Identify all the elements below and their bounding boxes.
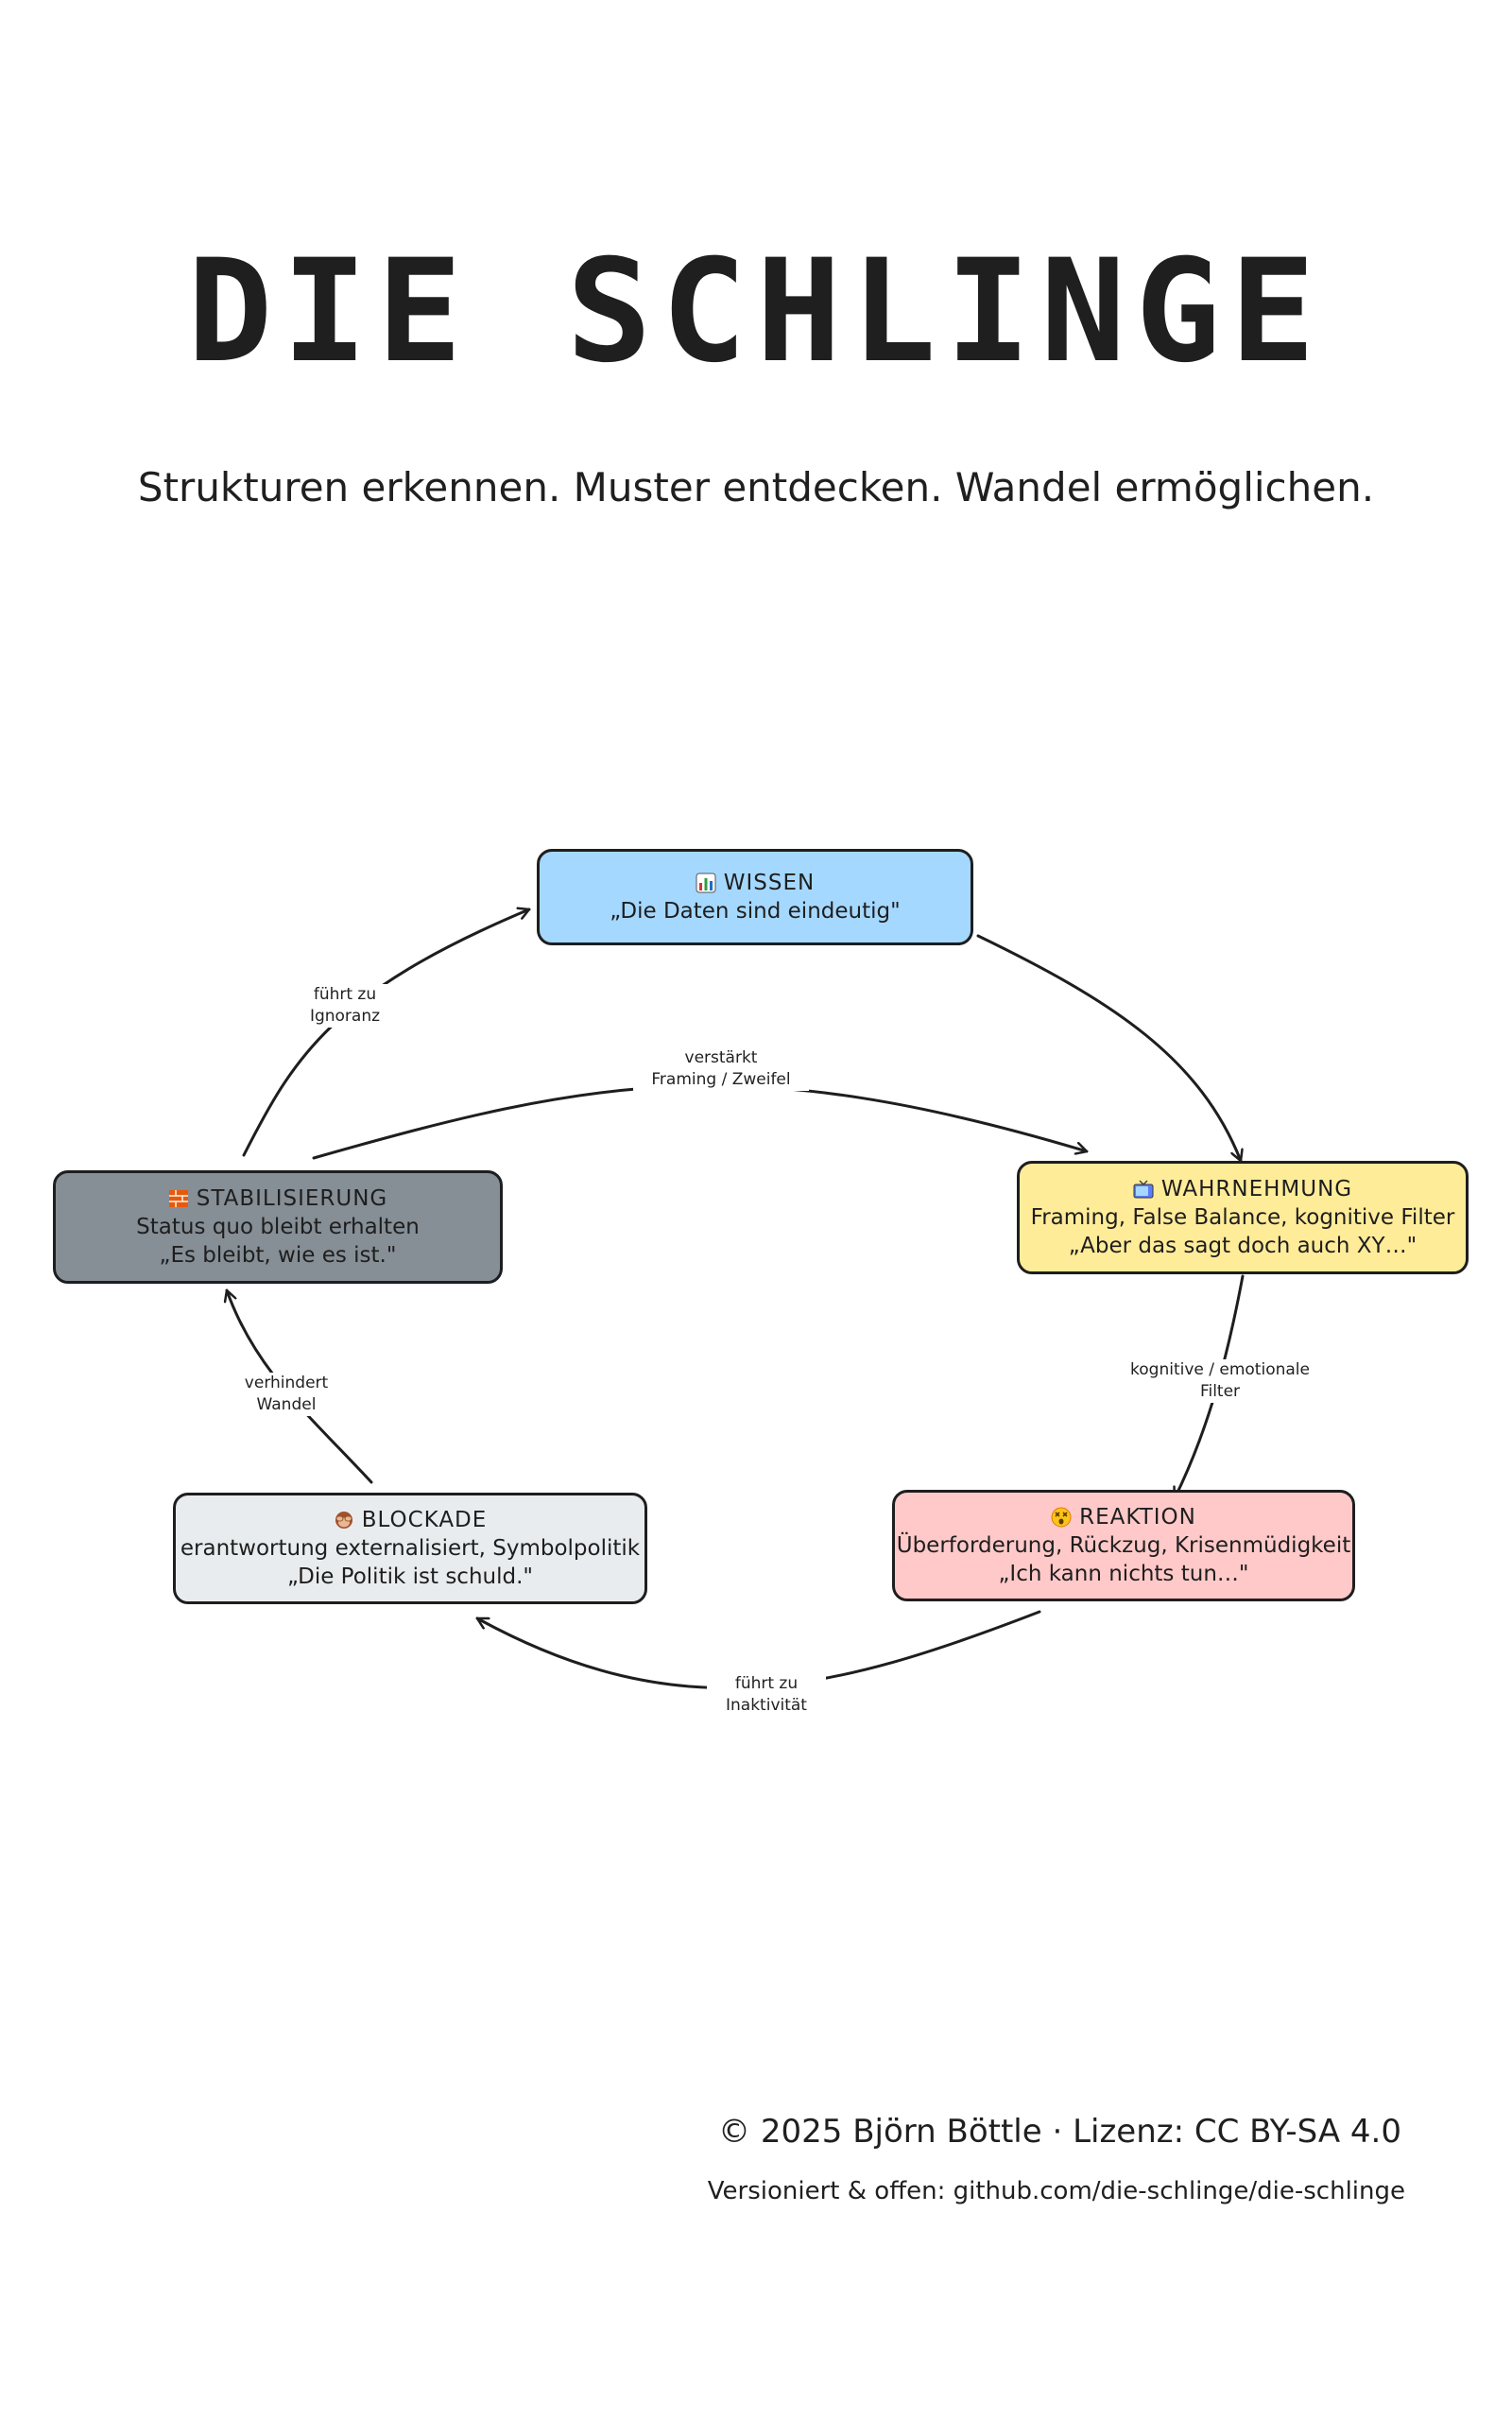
- node-blockade: BLOCKADE erantwortung externalisiert, Sy…: [173, 1493, 647, 1604]
- node-stabilisierung-line-2: „Es bleibt, wie es ist.": [159, 1243, 397, 1268]
- node-blockade-line-1: erantwortung externalisiert, Symbolpolit…: [180, 1536, 641, 1561]
- node-reaktion-line-1: Überforderung, Rückzug, Krisenmüdigkeit: [896, 1533, 1351, 1558]
- footer-repo-link[interactable]: Versioniert & offen: github.com/die-schl…: [707, 2177, 1405, 2205]
- edge-label-line: Filter: [1199, 1382, 1241, 1401]
- page-title: DIE SCHLINGE: [187, 230, 1325, 394]
- tv-icon: [1133, 1180, 1154, 1199]
- edge-label-stabilisierung-wahrnehmung: verstärkt Framing / Zweifel: [633, 1047, 809, 1091]
- node-reaktion-line-2: „Ich kann nichts tun…": [998, 1562, 1249, 1586]
- edge-label-line: Framing / Zweifel: [651, 1070, 791, 1089]
- node-wahrnehmung: WAHRNEHMUNG Framing, False Balance, kogn…: [1017, 1161, 1469, 1274]
- node-blockade-line-2: „Die Politik ist schuld.": [287, 1564, 533, 1589]
- page-subtitle: Strukturen erkennen. Muster entdecken. W…: [137, 464, 1375, 510]
- node-stabilisierung: STABILISIERUNG Status quo bleibt erhalte…: [53, 1170, 503, 1284]
- node-stabilisierung-heading: STABILISIERUNG: [196, 1186, 388, 1211]
- footer-copyright: © 2025 Björn Böttle · Lizenz: CC BY-SA 4…: [718, 2113, 1401, 2151]
- brick-icon: [168, 1190, 188, 1207]
- edge-label-wahrnehmung-reaktion: kognitive / emotionale Filter: [1113, 1359, 1327, 1403]
- arrow-stabilisierung-to-wahrnehmung: [312, 1084, 1089, 1160]
- node-wahrnehmung-line-2: „Aber das sagt doch auch XY…": [1068, 1234, 1418, 1258]
- edge-label-line: verhindert: [244, 1374, 329, 1392]
- node-wissen: WISSEN „Die Daten sind eindeutig": [537, 849, 973, 945]
- edge-label-line: kognitive / emotionale: [1130, 1360, 1310, 1379]
- see-no-evil-monkey-icon: [335, 1512, 352, 1529]
- edge-label-reaktion-blockade: führt zu Inaktivität: [707, 1673, 826, 1717]
- node-wahrnehmung-heading: WAHRNEHMUNG: [1160, 1177, 1353, 1201]
- node-reaktion-heading: REAKTION: [1079, 1505, 1196, 1530]
- node-reaktion: REAKTION Überforderung, Rückzug, Krisenm…: [892, 1490, 1355, 1601]
- bar-chart-icon: [696, 873, 716, 893]
- edge-label-line: verstärkt: [684, 1048, 758, 1067]
- node-wissen-heading: WISSEN: [723, 871, 816, 895]
- edge-label-line: Ignoranz: [309, 1007, 381, 1026]
- edge-label-line: Wandel: [256, 1395, 317, 1414]
- edge-label-line: führt zu: [313, 985, 377, 1004]
- node-wahrnehmung-line-1: Framing, False Balance, kognitive Filter: [1030, 1205, 1455, 1230]
- edge-label-stabilisierung-wissen: führt zu Ignoranz: [284, 984, 406, 1028]
- node-wissen-line-1: „Die Daten sind eindeutig": [610, 899, 901, 924]
- edge-label-blockade-stabilisierung: verhindert Wandel: [227, 1373, 346, 1416]
- arrow-stabilisierung-to-wissen: [242, 909, 531, 1157]
- edge-label-line: führt zu: [734, 1674, 799, 1693]
- node-stabilisierung-line-1: Status quo bleibt erhalten: [136, 1215, 420, 1239]
- dizzy-face-icon: [1051, 1507, 1072, 1528]
- node-blockade-heading: BLOCKADE: [361, 1508, 488, 1532]
- edge-label-line: Inaktivität: [726, 1696, 807, 1715]
- arrow-wissen-to-wahrnehmung: [976, 934, 1241, 1163]
